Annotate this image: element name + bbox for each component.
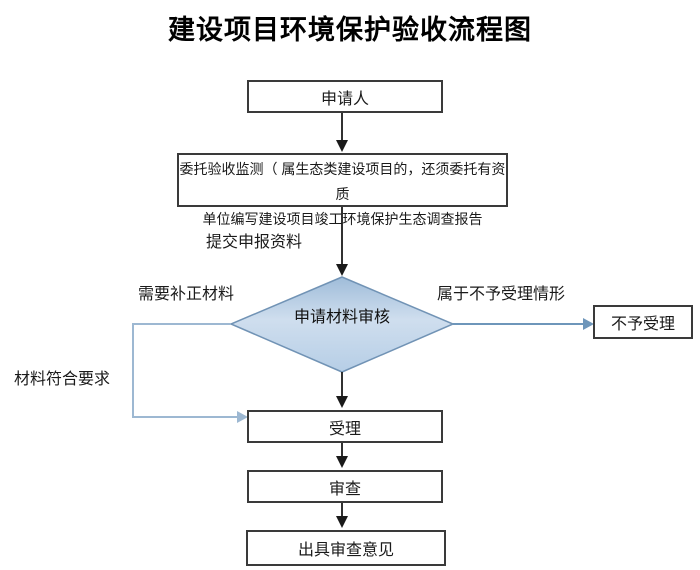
node-applicant-label: 申请人 — [320, 90, 369, 108]
node-entrust-line2: 单位编写建设项目竣工环境保护生态调查报告 — [202, 211, 483, 227]
arrowhead-down-issue-icon — [336, 516, 348, 528]
node-examine: 审查 — [247, 470, 443, 503]
node-entrust-line1: 委托验收监测（ 属生态类建设项目的，还须委托有资质 — [179, 161, 506, 202]
edge-label-materials-ok: 材料符合要求 — [14, 371, 111, 388]
node-issue-opinion-label: 出具审查意见 — [297, 542, 394, 559]
edge-label-need-supplement: 需要补正材料 — [138, 286, 235, 303]
node-issue-opinion: 出具审查意见 — [246, 530, 446, 566]
edge-label-not-accept-case: 属于不予受理情形 — [437, 286, 566, 303]
node-not-accept-label: 不予受理 — [610, 316, 675, 333]
node-examine-label: 审查 — [328, 480, 361, 498]
arrowhead-down-entrust-icon — [336, 140, 348, 152]
arrowhead-down-accept-icon — [336, 396, 348, 408]
arrowhead-down-examine-icon — [336, 456, 348, 468]
node-entrust-monitoring: 委托验收监测（ 属生态类建设项目的，还须委托有资质 单位编写建设项目竣工环境保护… — [177, 153, 508, 227]
edge-label-submit-materials: 提交申报资料 — [206, 234, 303, 251]
node-accept-label: 受理 — [328, 420, 361, 438]
connector-diamond-left-loop — [132, 323, 237, 418]
arrowhead-down-diamond-icon — [336, 264, 348, 276]
node-accept: 受理 — [247, 410, 443, 443]
node-not-accept: 不予受理 — [593, 305, 693, 339]
node-decision-label: 申请材料审核 — [293, 309, 390, 326]
arrowhead-right-accept-icon — [237, 411, 248, 423]
arrowhead-right-notaccept-icon — [583, 318, 594, 330]
node-applicant: 申请人 — [247, 80, 443, 113]
page-title: 建设项目环境保护验收流程图 — [168, 15, 532, 45]
